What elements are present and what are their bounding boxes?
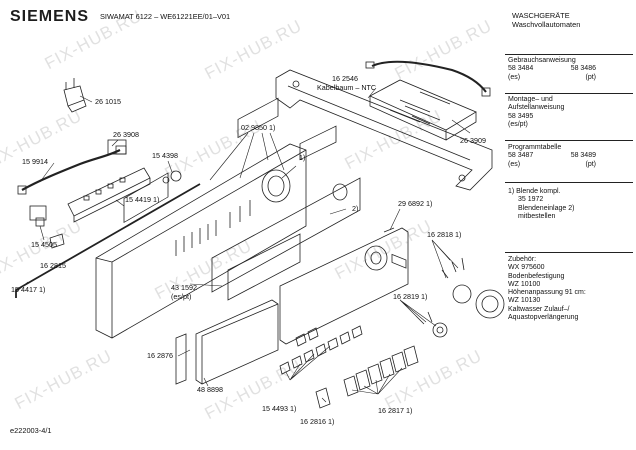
divider [505, 182, 633, 183]
accessories-line: Kaltwasser Zulauf–/ [508, 305, 570, 313]
user-manual-title: Gebrauchsanweisung [508, 57, 576, 64]
part-label: 15 9914 [22, 157, 48, 166]
part-label: 16 2819 1) [393, 292, 428, 301]
part-label: 29 6892 1) [398, 199, 433, 208]
push-buttons [279, 325, 363, 375]
ntc-cable-harness [365, 60, 491, 97]
user-manual-num-es: 58 3484 [508, 65, 534, 73]
panel-insert [211, 97, 361, 293]
drawing-code: e222003-4/1 [10, 426, 52, 435]
notes-line1: 1) Blende kompl. [508, 188, 561, 195]
program-lang-es: (es) [508, 160, 521, 168]
part-label: 16 2818 1) [427, 230, 462, 239]
divider [505, 140, 633, 141]
category-line1: WASCHGERÄTE [512, 11, 570, 20]
mounting-rail [275, 69, 493, 191]
cable-harness [17, 145, 127, 195]
notes-line4: mitbestellen [518, 212, 556, 220]
knob-part [162, 170, 182, 184]
display-label [227, 233, 301, 301]
program-num-es: 58 3487 [508, 152, 534, 160]
front-panel [279, 125, 409, 345]
install-num: 58 3495 [508, 112, 534, 120]
part-label: 43 1592 [171, 283, 197, 292]
brand-logo: SIEMENS [10, 8, 90, 25]
door-bezel [175, 299, 279, 385]
user-manual-lang-es: (es) [508, 73, 521, 81]
part-label: 26 3909 [460, 136, 486, 145]
part-label: 16 2817 1) [378, 406, 413, 415]
category-header: WASCHGERÄTE Waschvollautomaten [512, 11, 581, 29]
install-lang: (es/pt) [508, 120, 528, 128]
model-header: SIWAMAT 6122 – WE61221EE/01–V01 [100, 12, 231, 21]
category-line2: Waschvollautomaten [512, 19, 581, 29]
accessories-line: WZ 10130 [508, 297, 541, 305]
user-manual-num-pt: 58 3486 [570, 65, 596, 73]
part-label: 15 4417 1) [11, 285, 46, 294]
accessories-line: Aquastopverlängerung [508, 314, 579, 322]
program-numbers: 58 3487 58 3489 [508, 152, 596, 160]
user-manual-lang-pt: (pt) [585, 73, 597, 81]
key-caps [315, 345, 419, 409]
connector-part [63, 78, 87, 113]
selector-knob [415, 311, 448, 338]
rod-part [15, 183, 201, 298]
accessories-title: Zubehör: [508, 256, 537, 263]
install-line1: Montage– und [508, 96, 553, 103]
divider [505, 54, 633, 55]
leader-lines [15, 87, 471, 403]
divider [505, 252, 633, 253]
install-line2: Aufstellanweisung [508, 104, 565, 112]
part-label: 2) [352, 204, 359, 213]
part-label: 15 4505 [31, 240, 57, 249]
user-manual-info: Gebrauchsanweisung 58 3484 58 3486 (es) … [508, 57, 632, 82]
user-manual-langs: (es) (pt) [508, 74, 596, 82]
part-label: Kabelbaum – NTC [317, 83, 377, 92]
part-label: 1) [299, 153, 306, 162]
notes-info: 1) Blende kompl. 35 1972 Blendeneinlage … [508, 188, 632, 221]
accessories-line: Bodenbefestigung [508, 272, 565, 280]
part-label: 15 4493 1) [262, 404, 297, 413]
part-label: (es/pt) [171, 292, 192, 301]
part-label: 15 4419 1) [125, 195, 160, 204]
program-info: Programmtabelle 58 3487 58 3489 (es) (pt… [508, 144, 632, 169]
program-knob [441, 257, 505, 319]
control-panel-frame [95, 143, 307, 339]
program-lang-pt: (pt) [585, 160, 597, 168]
notes-line3: Blendeneinlage 2) [518, 204, 575, 212]
program-num-pt: 58 3489 [570, 152, 596, 160]
part-label: 48 8898 [197, 385, 223, 394]
electronic-module [369, 79, 477, 269]
accessories-line: Höhenanpassung 91 cm: [508, 289, 586, 297]
accessories-line: WX 975600 [508, 264, 545, 272]
part-label: 16 2816 1) [300, 417, 335, 426]
part-label: 26 1015 [95, 97, 121, 106]
clip-part [49, 233, 65, 249]
control-board [67, 139, 151, 223]
accessories-line: WZ 10100 [508, 280, 541, 288]
accessories-info: Zubehör: WX 975600 Bodenbefestigung WZ 1… [508, 256, 632, 322]
part-label: 16 2815 [40, 261, 66, 270]
install-info: Montage– und Aufstellanweisung 58 3495 (… [508, 96, 632, 129]
program-langs: (es) (pt) [508, 161, 596, 169]
switch-part [29, 205, 47, 227]
part-label: 16 2546 [332, 74, 358, 83]
part-label: 26 3908 [113, 130, 139, 139]
part-label: 02 9850 1) [241, 123, 276, 132]
divider [505, 93, 633, 94]
notes-line2: 35 1972 [518, 196, 544, 204]
part-label: 15 4398 [152, 151, 178, 160]
part-label: 16 2876 [147, 351, 173, 360]
user-manual-numbers: 58 3484 58 3486 [508, 65, 596, 73]
program-title: Programmtabelle [508, 144, 562, 151]
